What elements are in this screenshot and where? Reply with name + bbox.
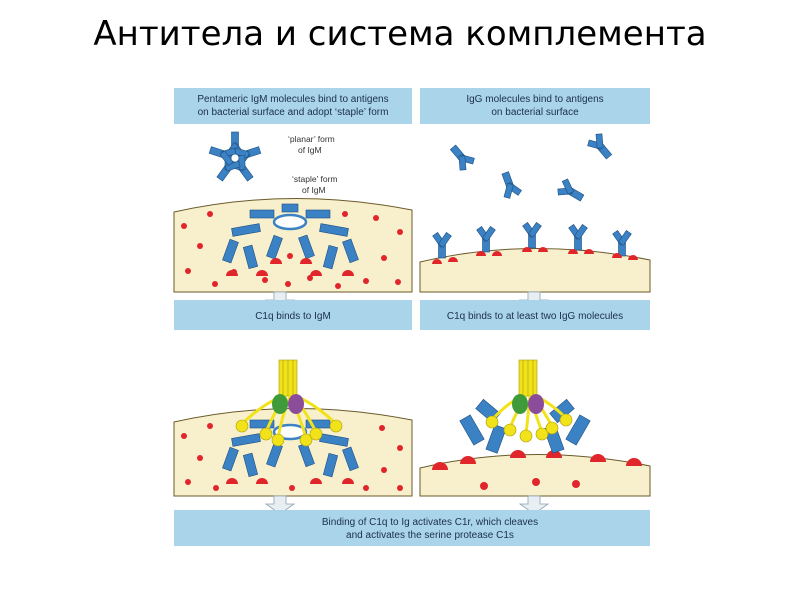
caption-bottom-line1: Binding of C1q to Ig activates C1r, whic… xyxy=(322,517,538,528)
c1q-complex-left xyxy=(235,359,343,447)
label-planar-form-of-igm: of IgM xyxy=(298,145,322,155)
caption-top-left-line2: on bacterial surface and adopt ‘staple’ … xyxy=(198,107,389,118)
panel-igm-binding: ‘planar’ form of IgM ‘staple’ form of Ig… xyxy=(173,126,413,293)
panel-igg-binding xyxy=(419,126,651,293)
caption-top-left: Pentameric IgM molecules bind to antigen… xyxy=(174,88,412,124)
caption-bottom: Binding of C1q to Ig activates C1r, whic… xyxy=(174,510,650,546)
caption-top-right: IgG molecules bind to antigens on bacter… xyxy=(420,88,650,124)
caption-top-right-line1: IgG molecules bind to antigens xyxy=(466,94,603,105)
caption-bottom-line2: and activates the serine protease C1s xyxy=(346,530,514,541)
caption-top-left-line1: Pentameric IgM molecules bind to antigen… xyxy=(197,94,388,105)
complement-figure: Pentameric IgM molecules bind to antigen… xyxy=(170,86,652,548)
planar-igm-molecule xyxy=(207,131,263,185)
staple-igm-c1q xyxy=(222,419,359,478)
caption-mid-left-text: C1q binds to IgM xyxy=(255,311,331,322)
antigens-mid-right xyxy=(432,450,642,490)
panel-c1q-igg xyxy=(419,332,651,497)
label-staple-form: ‘staple’ form xyxy=(292,174,338,184)
staple-igm-molecule xyxy=(222,203,359,270)
antigens-right-top xyxy=(432,247,638,264)
antigens-left-top xyxy=(181,211,403,289)
caption-mid-right-text: C1q binds to at least two IgG molecules xyxy=(447,311,623,322)
c1q-complex-right xyxy=(485,359,573,443)
arrows-row2 xyxy=(264,495,550,515)
label-planar-form: ‘planar’ form xyxy=(288,134,335,144)
slide-title: Антитела и система комплемента xyxy=(93,14,707,54)
panel-c1q-igm xyxy=(173,332,413,497)
antigens-mid-left xyxy=(181,423,403,491)
caption-mid-left: C1q binds to IgM xyxy=(174,300,412,330)
caption-top-right-line2: on bacterial surface xyxy=(491,107,579,118)
label-staple-form-of-igm: of IgM xyxy=(302,185,326,195)
caption-mid-right: C1q binds to at least two IgG molecules xyxy=(420,300,650,330)
